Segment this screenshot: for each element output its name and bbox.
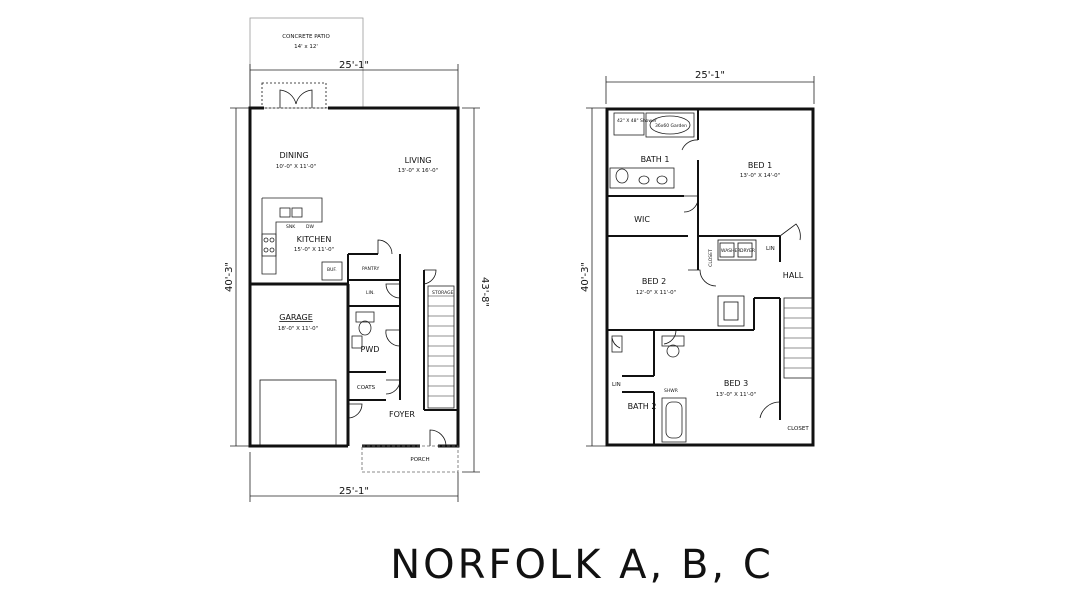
first-floor-bottom-dimension-label: 25'-1" — [339, 486, 369, 497]
bath2-label: BATH 2 — [628, 402, 657, 411]
dryer-label: DRYER — [740, 248, 755, 254]
pantry-label: PANTRY — [362, 266, 379, 272]
bed1-label: BED 1 — [748, 161, 772, 170]
bath1-fixtures — [609, 112, 699, 189]
first-floor-top-dimension-label: 25'-1" — [339, 60, 369, 71]
second-floor-doors — [611, 195, 801, 419]
closet-a-label: CLOSET — [708, 249, 714, 267]
kitchen-size: 15'-0" X 11'-0" — [294, 247, 334, 253]
bed3-label: BED 3 — [724, 379, 748, 388]
storage-label: STORAGE — [432, 290, 454, 296]
second-floor-top-dimension — [605, 76, 815, 104]
powder-room-label: PWD — [361, 345, 380, 354]
wic-label: WIC — [634, 215, 650, 224]
kitchen-label: KITCHEN — [297, 235, 332, 244]
kitchen-counters — [261, 197, 343, 281]
linen-label: LIN. — [366, 290, 375, 296]
porch-label: PORCH — [410, 457, 429, 463]
garage-walls — [250, 282, 350, 446]
closet-b-label: CLOSET — [787, 426, 809, 432]
bed1-size: 13'-0" X 14'-0" — [740, 173, 780, 179]
first-floor-bottom-dimension — [249, 452, 459, 502]
linen-a-label: LIN — [766, 246, 775, 252]
patio-french-doors — [261, 82, 327, 109]
second-floor-exterior-walls — [605, 107, 815, 447]
first-floor-right-dimension-label: 43'-8" — [479, 277, 490, 307]
second-floor-stairs — [783, 297, 813, 379]
living-size: 13'-0" X 16'-0" — [398, 168, 438, 174]
second-floor-plan: 25'-1" 40'-3" — [580, 70, 815, 447]
washer-label: WASHER — [721, 248, 741, 254]
buffet-label: BUF. — [327, 267, 337, 273]
plan-title: NORFOLK A, B, C — [390, 542, 774, 588]
shower-label: SHWR — [664, 388, 678, 394]
patio-label: CONCRETE PATIO — [282, 34, 330, 40]
bed2-label: BED 2 — [642, 277, 666, 286]
second-floor-left-dimension-label: 40'-3" — [580, 262, 591, 292]
second-floor-interior-walls — [607, 110, 781, 444]
foyer-label: FOYER — [389, 410, 415, 419]
coats-label: COATS — [357, 385, 376, 391]
first-floor-left-dimension-label: 40'-3" — [224, 262, 235, 292]
porch-outline — [361, 445, 459, 473]
tub-note: 36x60 Garden — [655, 123, 687, 129]
garage-door — [259, 379, 337, 447]
bed2-size: 12'-0" X 11'-0" — [636, 290, 676, 296]
second-floor-top-dimension-label: 25'-1" — [695, 70, 725, 81]
first-floor-doors — [347, 239, 447, 447]
second-floor-left-dimension — [586, 107, 606, 447]
bed3-size: 13'-0" X 11'-0" — [716, 392, 756, 398]
first-floor-interior-walls — [347, 253, 458, 411]
kitchen-dw-label: DW — [306, 224, 314, 230]
garage-label: GARAGE — [279, 313, 313, 322]
shower-note: 42" X 48" Shower — [617, 118, 657, 124]
kitchen-sink-label: SNK — [286, 224, 296, 230]
powder-room-fixtures — [351, 311, 375, 349]
first-floor-plan: CONCRETE PATIO 14' x 12' 25'-1" 40'-3" 4… — [224, 17, 490, 502]
first-floor-stairs — [427, 285, 455, 409]
bath1-label: BATH 1 — [641, 155, 670, 164]
patio-size: 14' x 12' — [294, 44, 318, 50]
dining-label: DINING — [279, 151, 308, 160]
first-floor-right-dimension — [462, 107, 480, 473]
living-label: LIVING — [405, 156, 432, 165]
linen-b-label: LIN — [612, 382, 621, 388]
garage-size: 18'-0" X 11'-0" — [278, 326, 318, 332]
bath2-fixtures — [611, 335, 687, 443]
dining-size: 10'-0" X 11'-0" — [276, 164, 316, 170]
first-floor-top-dimension — [249, 64, 459, 108]
hall-label: HALL — [783, 271, 804, 280]
first-floor-left-dimension — [230, 107, 250, 447]
